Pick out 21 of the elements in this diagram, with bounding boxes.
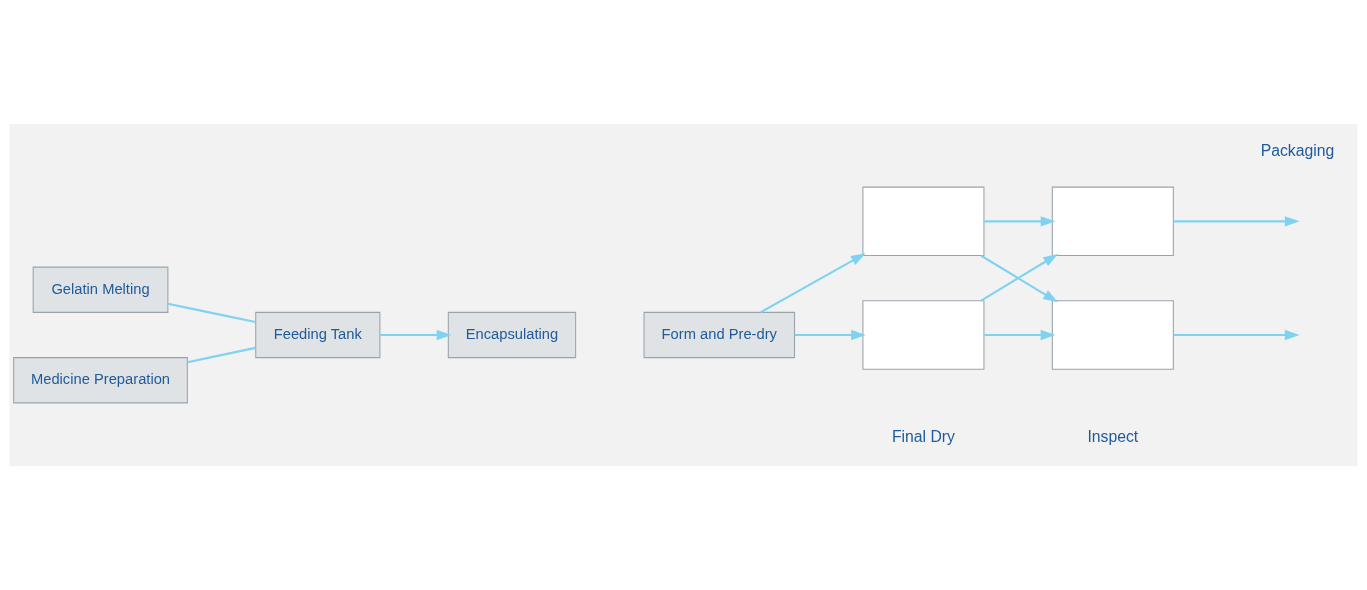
arrow: [794, 329, 866, 341]
label: Inspect: [1087, 427, 1139, 445]
arrow: [1173, 329, 1300, 341]
node-box: Medicine Preparation: [13, 357, 188, 404]
label: Packaging: [1260, 141, 1335, 159]
node-box: [1051, 300, 1174, 370]
connector: [167, 302, 256, 324]
arrow: [1173, 216, 1300, 227]
connector: [187, 346, 256, 364]
node-box: Feeding Tank: [255, 311, 381, 359]
label: Final Dry: [891, 427, 955, 445]
node-box: [862, 300, 985, 370]
node-box: [862, 186, 985, 257]
node-box: Encapsulating: [447, 311, 577, 359]
arrow: [984, 329, 1056, 341]
arrow: [984, 216, 1056, 227]
node-box: Form and Pre-dry: [643, 311, 796, 359]
node-box: [1051, 186, 1174, 257]
node-box: Gelatin Melting: [32, 266, 169, 313]
arrow: [760, 253, 866, 314]
arrow: [380, 329, 452, 341]
